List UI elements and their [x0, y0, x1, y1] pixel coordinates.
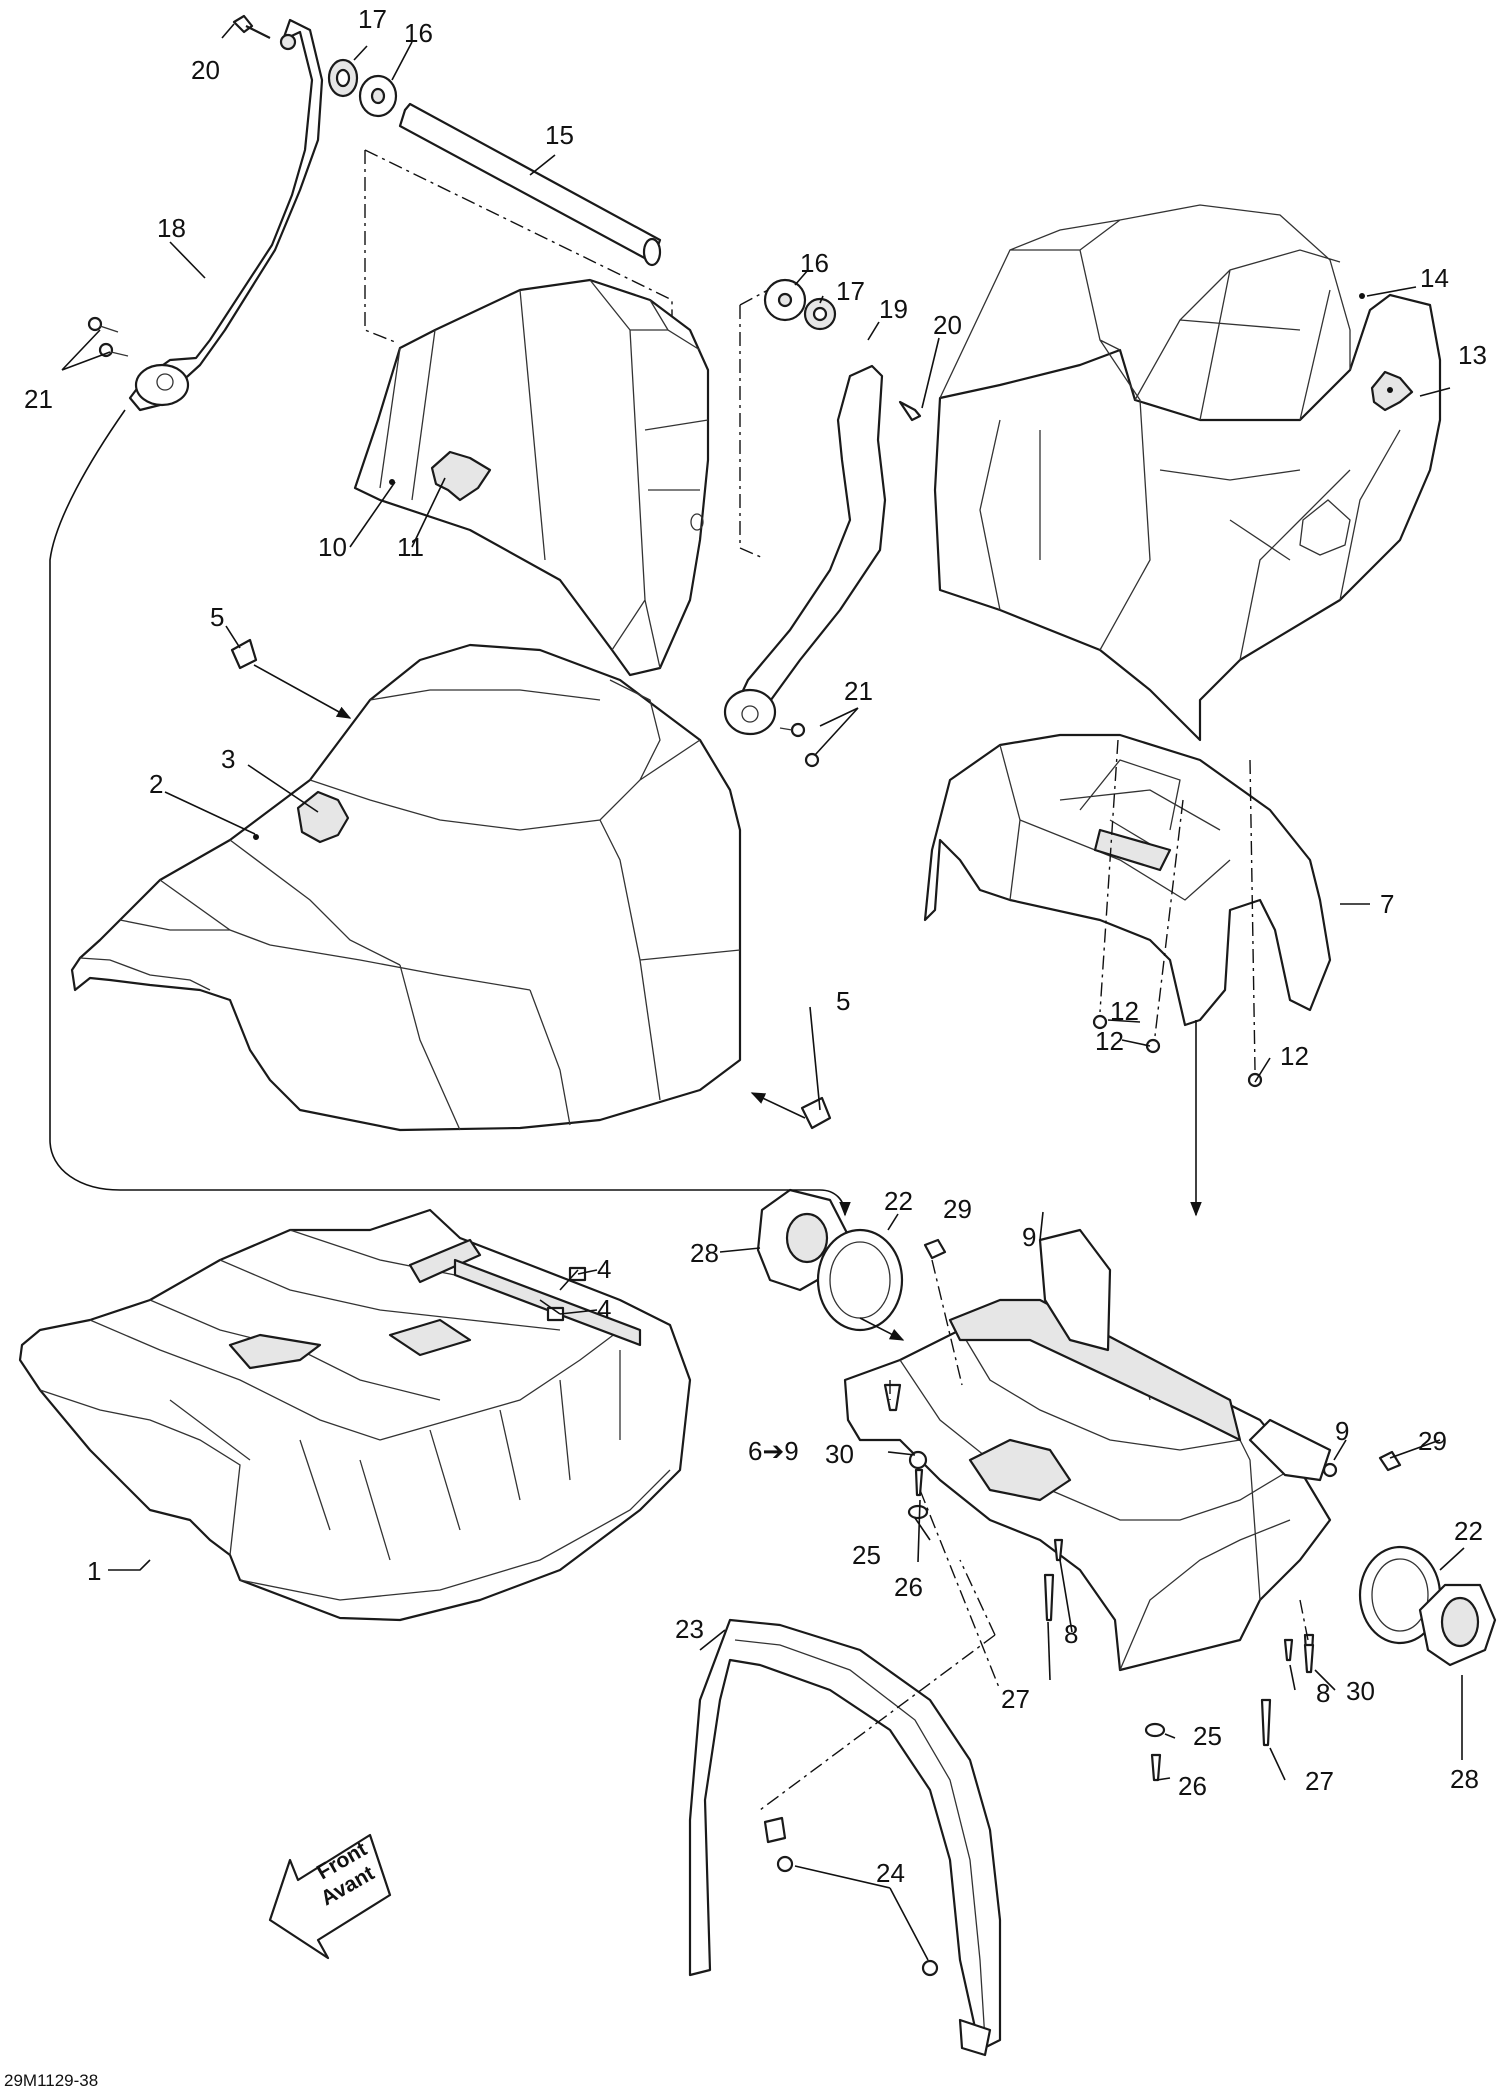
callout-26-right: 26	[1178, 1771, 1207, 1801]
callout-17-left: 17	[358, 4, 387, 34]
alignment-line	[364, 149, 673, 343]
callout-29-right: 29	[1418, 1426, 1447, 1456]
left-backrest-bracket	[128, 18, 324, 412]
callout-26-left: 26	[894, 1572, 923, 1602]
callout-23: 23	[675, 1614, 704, 1644]
alignment-line	[759, 1559, 996, 1811]
hardware-lower-right	[1144, 1638, 1315, 1782]
nut-29-left	[923, 1238, 947, 1260]
screws-21-left	[87, 316, 129, 358]
alignment-line	[1099, 739, 1256, 1071]
callout-30-right: 30	[1346, 1676, 1375, 1706]
clip-5-bottom	[800, 1096, 832, 1130]
ring-22-right	[1358, 1545, 1442, 1645]
left-washer	[358, 74, 398, 118]
fasteners-24	[776, 1855, 939, 1977]
callout-3: 3	[221, 744, 235, 774]
callout-14: 14	[1420, 263, 1449, 293]
seat-base	[18, 1208, 692, 1622]
callout-20-left: 20	[191, 55, 220, 85]
snow-flap	[688, 1618, 1002, 2057]
callout-25-right: 25	[1193, 1721, 1222, 1751]
backrest-cushion	[353, 278, 710, 677]
callout-30-left: 30	[825, 1439, 854, 1469]
alignment-line	[889, 1259, 1309, 1691]
screws-12	[1092, 1014, 1263, 1088]
rear-seat-cover	[933, 204, 1442, 742]
alignment-line	[739, 289, 769, 559]
callout-11: 11	[397, 532, 424, 562]
callout-21-right: 21	[844, 676, 873, 706]
callout-5-lower: 5	[836, 986, 850, 1016]
callout-22-left: 22	[884, 1186, 913, 1216]
callout-28-right: 28	[1450, 1764, 1479, 1794]
callout-15: 15	[545, 120, 574, 150]
callout-10: 10	[318, 532, 347, 562]
screws-21-right	[779, 722, 820, 768]
right-backrest-bracket	[723, 364, 887, 736]
callout-18: 18	[157, 213, 186, 243]
right-washer	[763, 278, 807, 322]
callout-1: 1	[87, 1556, 101, 1586]
front-direction-arrow: Front Avant	[268, 1833, 392, 1960]
seat-frame	[843, 1228, 1332, 1672]
callout-13: 13	[1458, 340, 1487, 370]
callout-20-right: 20	[933, 310, 962, 340]
callout-6-9: 6➔9	[748, 1436, 799, 1466]
callout-24: 24	[876, 1858, 905, 1888]
callout-12-mid: 12	[1095, 1026, 1124, 1056]
callout-16-right: 16	[800, 248, 829, 278]
callout-17-right: 17	[836, 276, 865, 306]
callout-12-left: 12	[1110, 996, 1139, 1026]
nut-29-right	[1378, 1450, 1402, 1472]
callout-29-left: 29	[943, 1194, 972, 1224]
routing-line	[49, 409, 851, 1217]
callout-8-right: 8	[1316, 1678, 1330, 1708]
drawing-code: 29M1129-38	[4, 2071, 99, 2090]
callout-16-left: 16	[404, 18, 433, 48]
callout-21-left: 21	[24, 384, 53, 414]
callout-7: 7	[1380, 889, 1394, 919]
callout-9-right: 9	[1335, 1416, 1349, 1446]
leader-lines	[61, 23, 1465, 1961]
callout-4-lower: 4	[597, 1294, 611, 1324]
callout-4-upper: 4	[597, 1254, 611, 1284]
callout-2: 2	[149, 769, 163, 799]
callout-8-left: 8	[1064, 1619, 1078, 1649]
callout-labels: 1 2 3 4 4 5 5 6➔9 7 8 8 9 9 10 11 12 12 …	[24, 4, 1487, 1888]
callout-27-left: 27	[1001, 1684, 1030, 1714]
callout-19: 19	[879, 294, 908, 324]
screw-20-left	[232, 14, 271, 39]
callout-9-top: 9	[1022, 1222, 1036, 1252]
callout-28-left: 28	[690, 1238, 719, 1268]
callout-22-right: 22	[1454, 1516, 1483, 1546]
callout-27-right: 27	[1305, 1766, 1334, 1796]
main-seat-cover	[70, 643, 742, 1132]
left-bushing	[327, 58, 359, 98]
right-bushing	[803, 297, 837, 331]
hardware-lower-left	[907, 1504, 929, 1520]
rod-part	[398, 102, 662, 267]
clip-5-top	[230, 638, 258, 670]
bumper-28-right	[1418, 1583, 1497, 1667]
callout-12-right: 12	[1280, 1041, 1309, 1071]
screw-20-right	[898, 400, 922, 422]
ring-22-left	[816, 1228, 904, 1332]
rear-grab-handle	[923, 733, 1332, 1027]
callout-5-upper: 5	[210, 602, 224, 632]
callout-25-left: 25	[852, 1540, 881, 1570]
